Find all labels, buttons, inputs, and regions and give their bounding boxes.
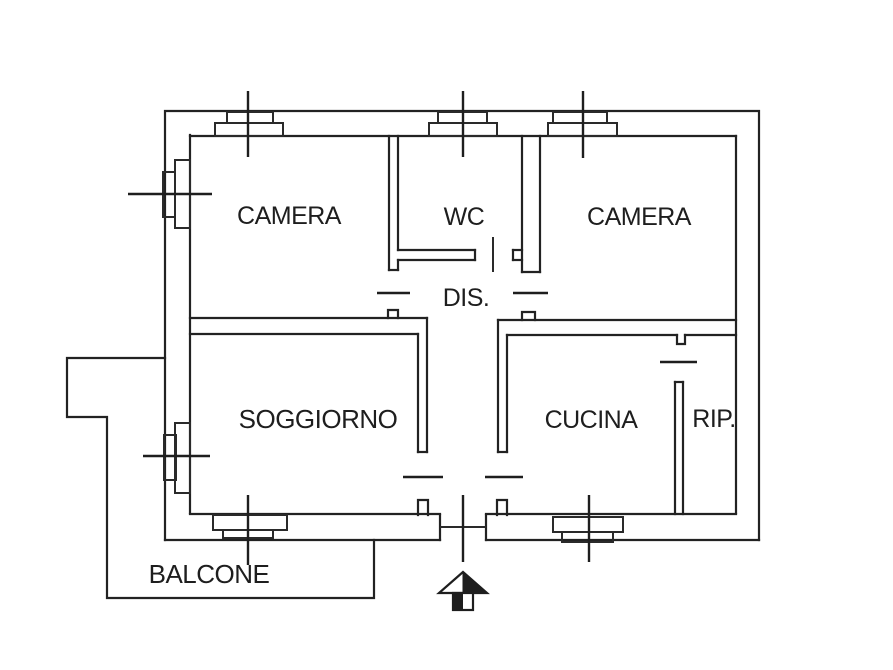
entrance-door-icon [440,495,486,562]
room-label-balcone: BALCONE [149,559,270,589]
balcony-door-icon [212,495,288,565]
window-camera-right-icon [547,91,618,158]
room-label-ripostiglio: RIP. [692,405,735,433]
door-opening-marks [377,237,697,479]
entrance-arrow-icon [436,570,490,612]
room-label-soggiorno: SOGGIORNO [239,404,398,434]
window-symbols [128,91,624,565]
room-label-wc: WC [444,203,485,231]
window-wc-icon [428,91,498,157]
window-soggiorno-icon [143,422,210,494]
room-label-camera-right: CAMERA [587,203,692,231]
window-camera-left-icon [214,91,284,157]
window-cucina-icon [552,495,624,562]
balcony-outline [65,356,376,600]
interior-walls [188,133,738,517]
room-label-cucina: CUCINA [545,406,639,434]
room-label-camera-left: CAMERA [237,202,342,230]
outer-walls [163,109,761,542]
window-camera-side-icon [128,159,212,229]
room-labels: CAMERA WC CAMERA DIS. SOGGIORNO CUCINA R… [149,202,737,589]
room-label-disimpegno: DIS. [443,284,490,312]
